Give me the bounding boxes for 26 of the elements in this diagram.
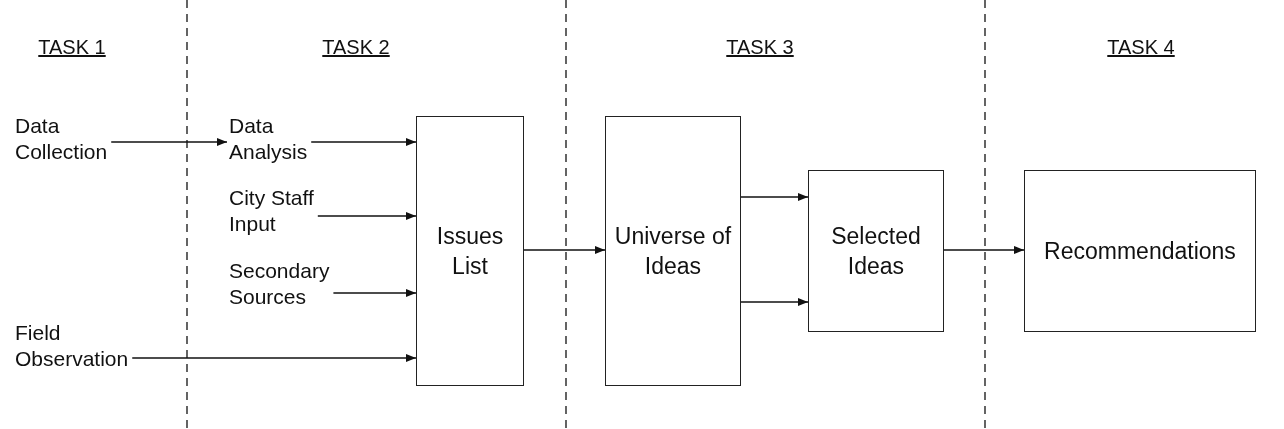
node-label: Data Collection (15, 114, 108, 163)
task-heading: TASK 4 (1107, 36, 1175, 59)
node-label: Secondary Sources (229, 259, 330, 308)
arrow (110, 138, 228, 146)
node-label: Field Observation (15, 321, 129, 370)
arrow (131, 354, 417, 362)
arrow (332, 289, 417, 297)
arrow (310, 138, 417, 146)
task-heading: TASK 2 (322, 36, 390, 59)
arrow (740, 298, 809, 306)
box-label: Issues List (435, 222, 505, 281)
arrow (523, 246, 606, 254)
arrow (317, 212, 417, 220)
arrow (740, 193, 809, 201)
node-label: City Staff Input (229, 186, 314, 235)
arrow (943, 246, 1025, 254)
box-label: Universe of Ideas (613, 222, 733, 281)
task-heading: TASK 3 (726, 36, 794, 59)
process-box (1024, 170, 1256, 332)
task-heading: TASK 1 (38, 36, 106, 59)
node-label: Data Analysis (229, 114, 308, 163)
box-label: Recommendations (1044, 237, 1236, 266)
process-box (416, 116, 524, 386)
process-box (605, 116, 741, 386)
process-box (808, 170, 944, 332)
box-label: Selected Ideas (830, 222, 922, 281)
